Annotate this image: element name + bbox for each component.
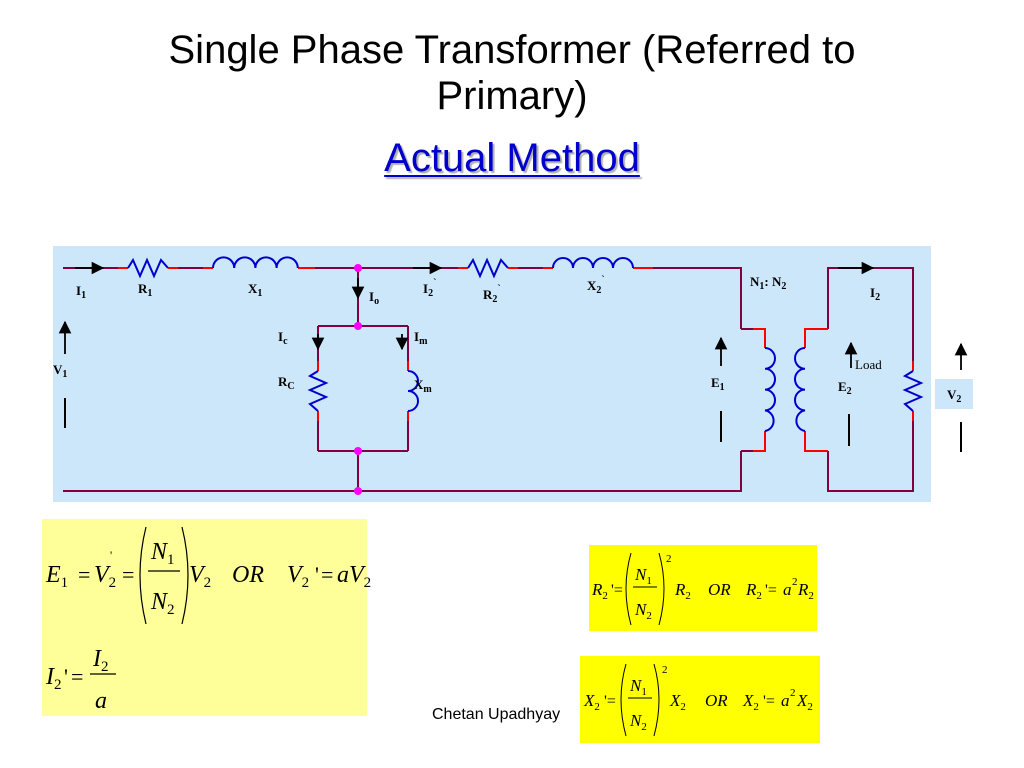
svg-text:N2: N2 [634,600,652,622]
label-e2: E2 [838,379,852,397]
label-e1: E1 [711,375,725,393]
label-rc: RC [278,374,295,392]
svg-text:V2: V2 [189,562,211,591]
r2p-resistor [467,257,509,279]
label-x2-prime: X2` [587,275,605,296]
label-i2: I2 [870,285,880,303]
svg-text:I2: I2 [92,646,109,675]
node-shunt-top [354,322,362,330]
label-io: Io [369,289,379,307]
svg-text:2: 2 [662,664,668,676]
svg-text:a: a [95,688,107,714]
svg-text:'=: '= [611,582,623,599]
svg-text:'=: '= [604,693,616,710]
svg-text:N1: N1 [150,539,175,568]
svg-text:I2: I2 [45,664,62,693]
svg-text:=: = [78,562,90,587]
rc-resistor [307,370,329,412]
equation-x2-prime: X2 '= N1 N2 2 X2 OR X2 '= a 2 X2 [583,663,813,737]
label-i1: I1 [76,283,86,301]
svg-text:N1: N1 [629,676,647,698]
equation-box-e1-i2: E1 = V2 ' = N1 N2 V2 OR V2 ' = aV2 I2 ' … [42,519,371,716]
equation-box-x2-prime: X2 '= N1 N2 2 X2 OR X2 '= a 2 X2 [580,656,820,743]
r1-resistor [127,257,169,279]
svg-text:R2: R2 [797,580,814,602]
label-ic: Ic [278,329,288,347]
svg-text:2: 2 [792,576,798,588]
equation-box-r2-prime: R2 '= N1 N2 2 R2 OR R2 '= a 2 R2 [589,545,817,631]
slide-title-line1: Single Phase Transformer (Referred to [168,28,856,72]
svg-text:'=: '= [765,582,777,599]
svg-text:2: 2 [666,553,672,565]
label-v1: V1 [53,362,67,380]
circuit-background [53,246,931,502]
v2-label-box [935,379,973,409]
equation-i2: I2 ' = I2 a [45,646,116,714]
equation-e1-v2: E1 = V2 ' = N1 N2 V2 OR V2 ' = aV2 [45,526,371,625]
label-r1: R1 [138,281,152,299]
x2p-inductor [552,257,634,269]
transformer-circuit-diagram: I1 R1 X1 Io I2` R2` X2` Ic Im RC Xm V1 E… [53,246,931,502]
svg-text:R2: R2 [591,580,608,602]
slide-subtitle-link[interactable]: Actual Method [384,136,640,180]
svg-text:X2: X2 [583,691,600,713]
svg-text:V2: V2 [94,562,116,591]
svg-text:=: = [71,664,83,689]
svg-text:OR: OR [708,580,731,599]
svg-text:=: = [122,562,134,587]
svg-text:X2: X2 [742,691,759,713]
svg-text:X2: X2 [669,691,686,713]
svg-text:a: a [783,580,792,599]
svg-text:': ' [315,562,319,587]
svg-text:R2: R2 [674,580,691,602]
label-turns-ratio: N1: N2 [750,274,786,292]
primary-winding-coil [764,347,776,432]
label-i2-prime: I2` [423,278,436,299]
svg-text:N2: N2 [629,711,647,733]
equation-r2-prime: R2 '= N1 N2 2 R2 OR R2 '= a 2 R2 [591,552,814,626]
svg-text:R2: R2 [745,580,762,602]
svg-text:aV2: aV2 [337,562,371,591]
svg-text:': ' [110,548,112,562]
svg-text:V2: V2 [287,562,309,591]
svg-text:=: = [321,562,333,587]
secondary-winding-coil [794,347,806,432]
svg-text:N2: N2 [150,589,175,618]
xm-inductor [407,370,419,412]
slide-title-line2: Primary) [436,74,588,118]
svg-text:OR: OR [232,562,264,588]
label-xm: Xm [414,377,432,395]
svg-text:2: 2 [790,687,796,699]
node-shunt-bottom [354,447,362,455]
svg-text:a: a [781,691,790,710]
svg-text:E1: E1 [45,562,68,591]
load-resistor [902,370,924,412]
svg-text:X2: X2 [796,691,813,713]
label-r2-prime: R2` [483,284,501,305]
footer-author: Chetan Upadhyay [432,706,561,723]
x1-inductor [212,256,299,269]
v2-indicator: V2 [935,342,973,452]
secondary-winding-red [804,328,914,452]
label-v2: V2 [947,387,961,405]
shunt-red-segments [317,361,409,421]
node-bottom [354,487,362,495]
svg-text:': ' [64,664,68,689]
svg-text:'=: '= [763,693,775,710]
node-top [354,264,362,272]
primary-winding-red [753,328,766,452]
label-x1: X1 [248,281,262,299]
bottom-wire [63,451,742,492]
svg-text:N1: N1 [634,565,652,587]
label-im: Im [414,329,428,347]
svg-text:OR: OR [705,691,728,710]
label-load: Load [855,357,882,372]
